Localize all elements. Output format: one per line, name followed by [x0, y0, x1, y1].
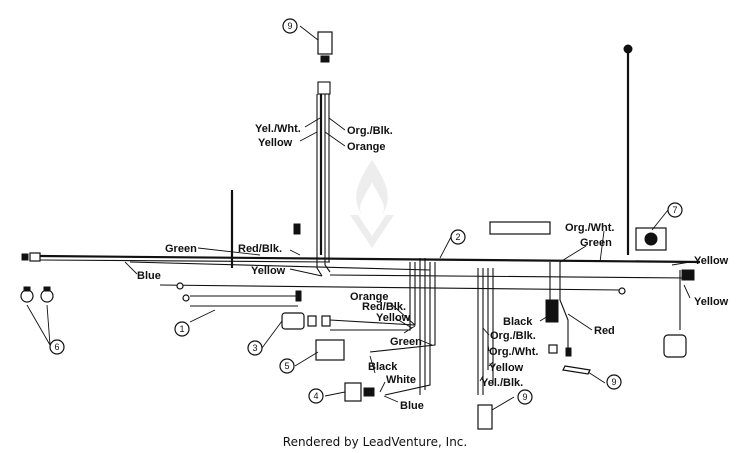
callout-5-circle	[279, 358, 295, 374]
wire-labels: Yel./Wht. Yellow Org./Blk. Orange Green …	[137, 123, 729, 412]
top-harness-plug	[317, 81, 331, 95]
module-5	[315, 339, 345, 361]
switch-7	[635, 227, 667, 251]
footer-credit: Rendered by LeadVenture, Inc.	[283, 435, 467, 449]
callout-3: 3	[252, 343, 257, 353]
label-org-blk-top: Org./Blk.	[347, 125, 393, 137]
label-red-right: Red	[594, 325, 615, 337]
right-solenoid	[663, 334, 687, 358]
label-red-blk-mid: Red/Blk.	[362, 301, 406, 313]
callout-9-right-circle	[606, 374, 622, 390]
callout-6: 6	[54, 342, 59, 352]
callout-4: 4	[313, 391, 318, 401]
connector-9-bottom	[477, 404, 493, 430]
leader-lines	[26, 25, 700, 411]
label-black-right: Black	[503, 316, 533, 328]
label-org-wht-low: Org./Wht.	[489, 346, 539, 358]
black-relay	[545, 299, 559, 323]
top-right-terminal	[623, 44, 633, 54]
callout-4-circle	[308, 388, 324, 404]
connector-4	[344, 382, 362, 402]
callout-1-circle	[174, 321, 190, 337]
label-green-mid: Green	[390, 336, 422, 348]
label-green-left: Green	[165, 243, 197, 255]
lamp-pair-6	[20, 286, 54, 303]
callout-5: 5	[284, 361, 289, 371]
label-yellow-mid2: Yellow	[376, 312, 411, 324]
strip-component	[489, 221, 551, 235]
label-yellow-top: Yellow	[258, 137, 293, 149]
label-red-blk-left: Red/Blk.	[238, 243, 282, 255]
watermark-flame-icon	[350, 160, 394, 248]
callout-9-right: 9	[611, 377, 616, 387]
label-blue-left: Blue	[137, 270, 161, 282]
label-yel-wht: Yel./Wht.	[255, 123, 301, 135]
label-black-mid: Black	[368, 361, 398, 373]
label-yellow-right-2: Yellow	[694, 296, 729, 308]
label-orange-mid: Orange	[350, 291, 389, 303]
wires	[39, 44, 701, 396]
callout-1: 1	[179, 324, 184, 334]
connector-9-top	[317, 31, 333, 55]
label-org-blk-right: Org./Blk.	[490, 330, 536, 342]
callout-2: 2	[455, 232, 460, 242]
label-yellow-right-1: Yellow	[694, 255, 729, 267]
components	[20, 31, 695, 430]
callout-7: 7	[672, 205, 677, 215]
callout-9-top: 9	[287, 21, 292, 31]
callout-9-bottom-circle	[517, 389, 533, 405]
callout-9-top-circle	[282, 18, 298, 34]
label-orange-top: Orange	[347, 141, 386, 153]
callouts: 9 2 7 1 3 5 4 6 9 9	[49, 18, 683, 405]
label-blue-mid: Blue	[400, 400, 424, 412]
label-green-right: Green	[580, 237, 612, 249]
callout-3-circle	[247, 340, 263, 356]
callout-2-circle	[450, 229, 466, 245]
label-white-mid: White	[386, 374, 416, 386]
switch-3	[281, 312, 305, 330]
callout-9-bottom: 9	[522, 392, 527, 402]
callout-7-circle	[667, 202, 683, 218]
callout-6-circle	[49, 339, 65, 355]
label-yellow-mid: Yellow	[251, 265, 286, 277]
label-yel-blk-low: Yel./Blk.	[481, 377, 523, 389]
label-org-wht-right: Org./Wht.	[565, 222, 615, 234]
label-yellow-low: Yellow	[489, 362, 524, 374]
part-9-right	[562, 365, 591, 375]
